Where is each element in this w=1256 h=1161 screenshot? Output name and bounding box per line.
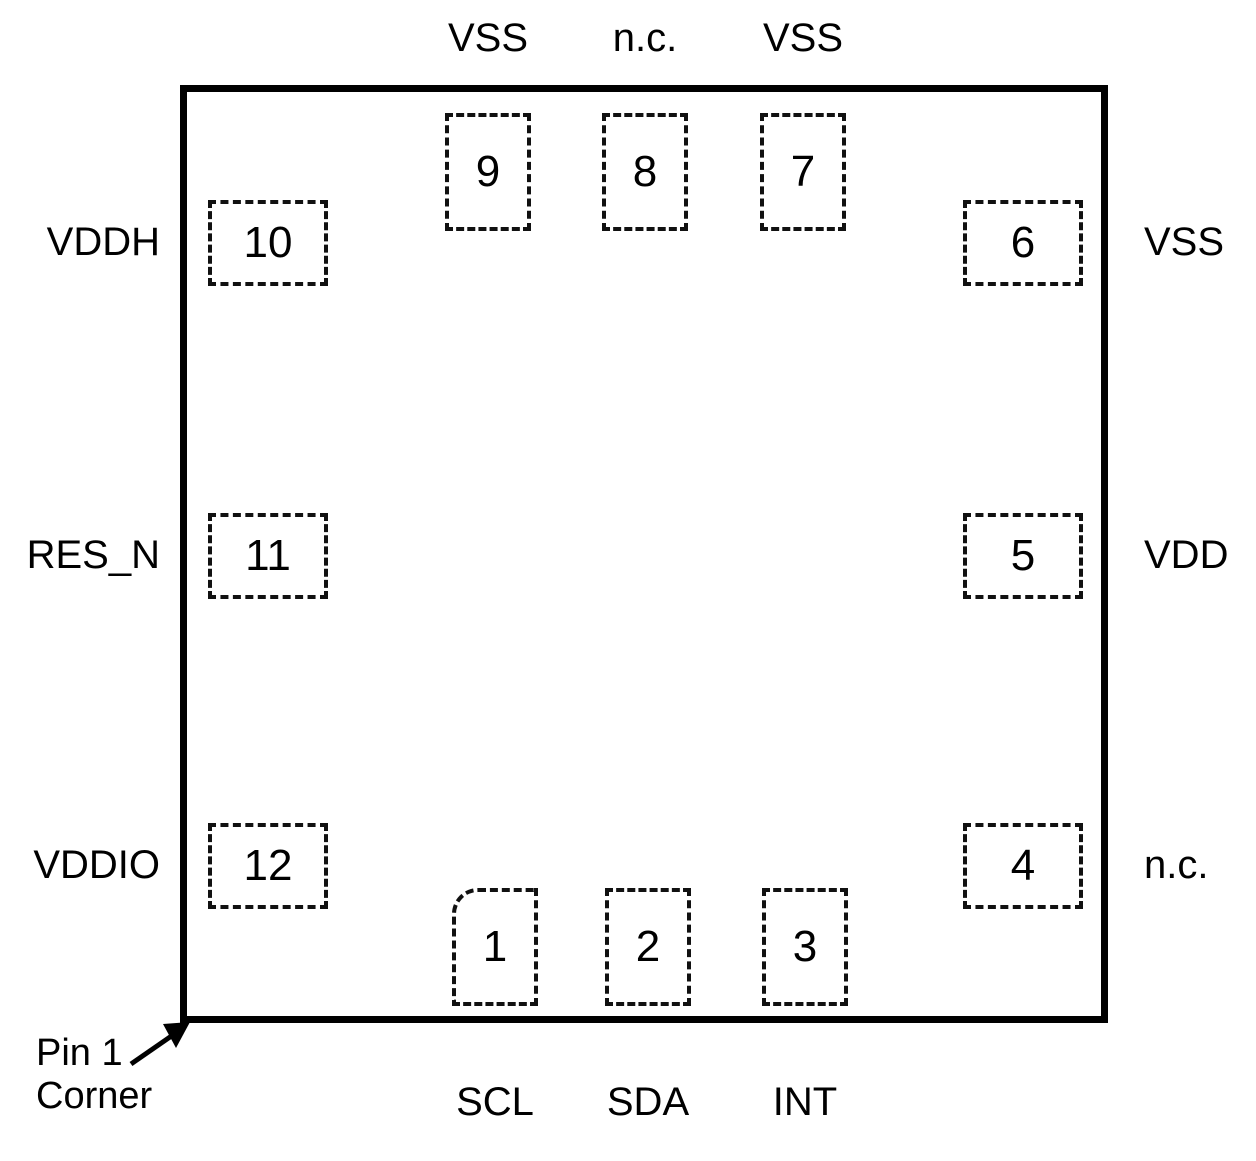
pad-number-3: 3 xyxy=(792,922,818,971)
pad-5[interactable]: 5 xyxy=(963,513,1083,599)
signal-label-pin8: n.c. xyxy=(612,16,678,60)
pad-number-10: 10 xyxy=(243,218,293,267)
signal-label-pin4: n.c. xyxy=(1144,843,1209,887)
pad-8[interactable]: 8 xyxy=(602,113,688,231)
pad-9[interactable]: 9 xyxy=(445,113,531,231)
pad-11[interactable]: 11 xyxy=(208,513,328,599)
pad-number-5: 5 xyxy=(1010,531,1036,580)
pad-2[interactable]: 2 xyxy=(605,888,691,1006)
pad-4[interactable]: 4 xyxy=(963,823,1083,909)
pad-number-7: 7 xyxy=(790,147,816,196)
pad-number-12: 12 xyxy=(243,841,293,890)
signal-label-pin9: VSS xyxy=(447,16,529,60)
signal-label-pin3: INT xyxy=(772,1080,838,1124)
pad-3[interactable]: 3 xyxy=(762,888,848,1006)
signal-label-pin2: SDA xyxy=(606,1080,690,1124)
pad-number-6: 6 xyxy=(1010,218,1036,267)
pad-number-1: 1 xyxy=(482,922,508,971)
package-outline xyxy=(180,85,1108,1023)
signal-label-pin12: VDDIO xyxy=(33,843,160,887)
pad-12[interactable]: 12 xyxy=(208,823,328,909)
pad-1[interactable]: 1 xyxy=(452,888,538,1006)
pad-6[interactable]: 6 xyxy=(963,200,1083,286)
pad-number-11: 11 xyxy=(245,531,291,580)
pad-number-4: 4 xyxy=(1010,841,1036,890)
pad-number-2: 2 xyxy=(635,922,661,971)
pad-number-8: 8 xyxy=(632,147,658,196)
pad-10[interactable]: 10 xyxy=(208,200,328,286)
signal-label-pin1: SCL xyxy=(456,1080,534,1124)
signal-label-pin11: RES_N xyxy=(26,533,160,577)
pad-7[interactable]: 7 xyxy=(760,113,846,231)
pin1-corner-note: Pin 1 Corner xyxy=(36,1032,153,1117)
signal-label-pin10: VDDH xyxy=(46,220,160,264)
signal-label-pin5: VDD xyxy=(1144,533,1229,577)
pad-number-9: 9 xyxy=(475,147,501,196)
pin1-arrowhead-icon xyxy=(163,1022,190,1048)
signal-label-pin7: VSS xyxy=(762,16,844,60)
signal-label-pin6: VSS xyxy=(1144,220,1225,264)
